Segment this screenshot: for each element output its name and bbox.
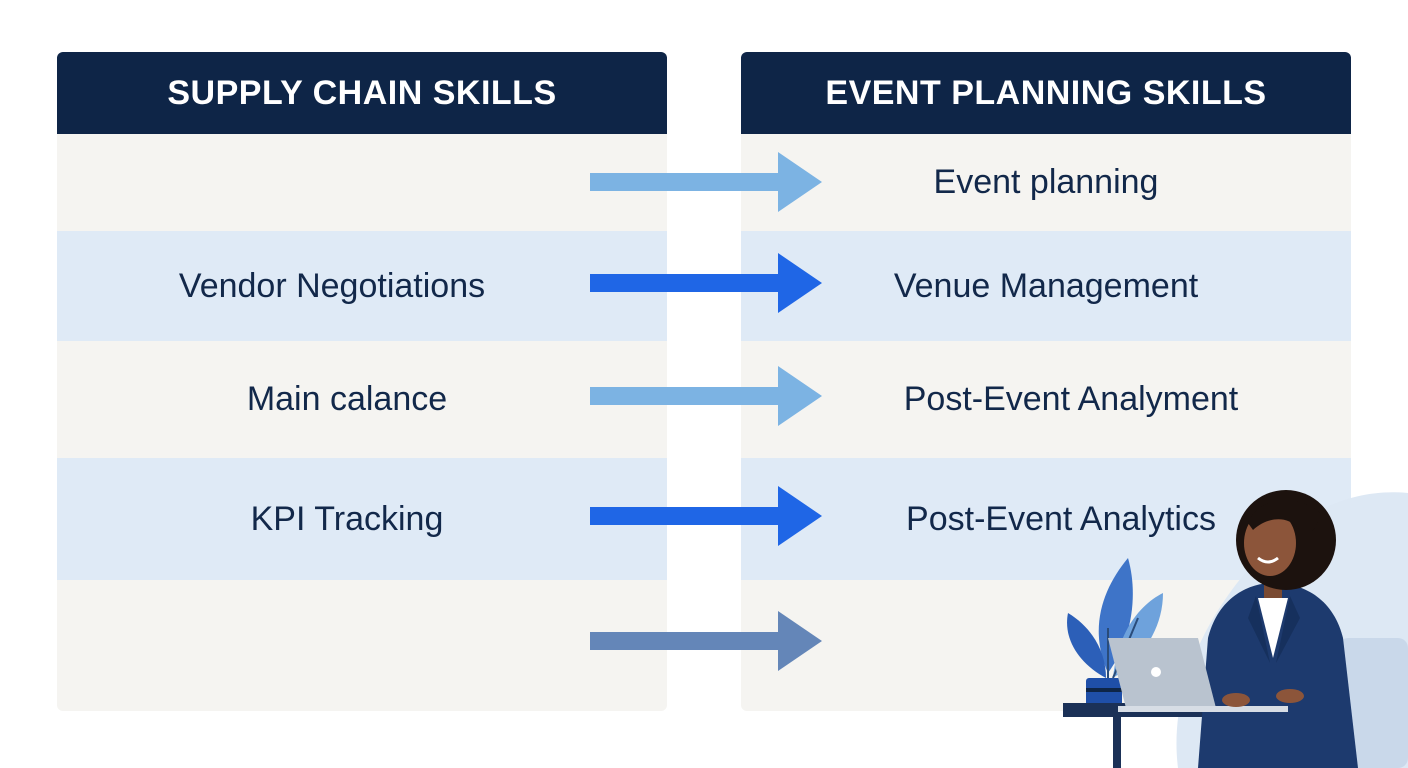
row-label: Vendor Negotiations (178, 266, 486, 305)
arrow-row-4 (590, 486, 822, 546)
arrow-row-1 (590, 152, 822, 212)
supply-chain-row-3: Main calance (57, 341, 667, 458)
supply-chain-row-4: KPI Tracking (57, 458, 667, 580)
supply-chain-row-5 (57, 580, 667, 711)
arrow-row-3 (590, 366, 822, 426)
row-label: KPI Tracking (250, 499, 444, 538)
supply-chain-header: SUPPLY CHAIN SKILLS (57, 52, 667, 134)
supply-chain-row-2: Vendor Negotiations (57, 231, 667, 341)
supply-chain-row-1 (57, 134, 667, 231)
row-label: Venue Management (893, 266, 1199, 305)
event-planning-row-3: Post-Event Analyment (741, 341, 1351, 458)
row-label: Event planning (933, 163, 1159, 201)
arrow-row-2 (590, 253, 822, 313)
row-label: Post-Event Analyment (903, 380, 1239, 418)
supply-chain-column: SUPPLY CHAIN SKILLS Vendor Negotiations … (57, 52, 667, 711)
arrow-row-5 (590, 611, 822, 671)
professional-woman-at-laptop-icon (1063, 490, 1408, 768)
row-label: Main calance (246, 380, 448, 418)
event-planning-header: EVENT PLANNING SKILLS (741, 52, 1351, 134)
row-label: Post-Event Analytics (906, 499, 1216, 538)
event-planning-row-1: Event planning (741, 134, 1351, 231)
event-planning-column: EVENT PLANNING SKILLS Event planning Ven… (741, 52, 1351, 711)
event-planning-row-2: Venue Management (741, 231, 1351, 341)
